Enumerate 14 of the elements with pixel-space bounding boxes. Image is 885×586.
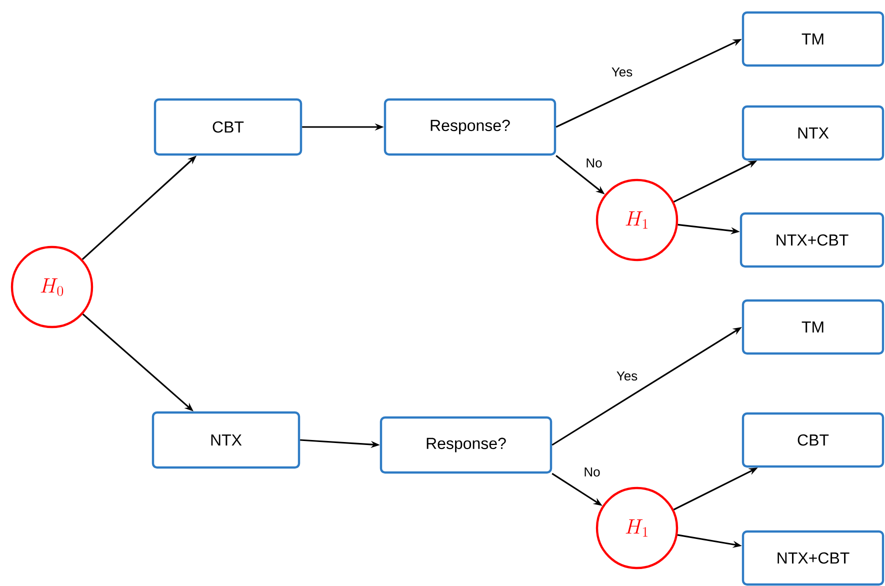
edge-label: No	[582, 466, 602, 478]
treatment-box: NTX	[152, 411, 300, 469]
edge-label: Yes	[615, 370, 639, 382]
treatment-box: CBT	[154, 98, 302, 156]
treatment-box: NTX+CBT	[740, 212, 884, 268]
treatment-box: Response?	[380, 416, 552, 474]
treatment-box: TM	[742, 299, 884, 355]
edge-label: No	[584, 157, 604, 169]
edge-label: Yes	[610, 66, 634, 78]
treatment-box: CBT	[742, 412, 884, 468]
treatment-box: NTX+CBT	[742, 530, 884, 586]
treatment-box: Response?	[384, 98, 556, 156]
treatment-box: NTX	[742, 105, 884, 161]
treatment-box: TM	[742, 11, 884, 67]
